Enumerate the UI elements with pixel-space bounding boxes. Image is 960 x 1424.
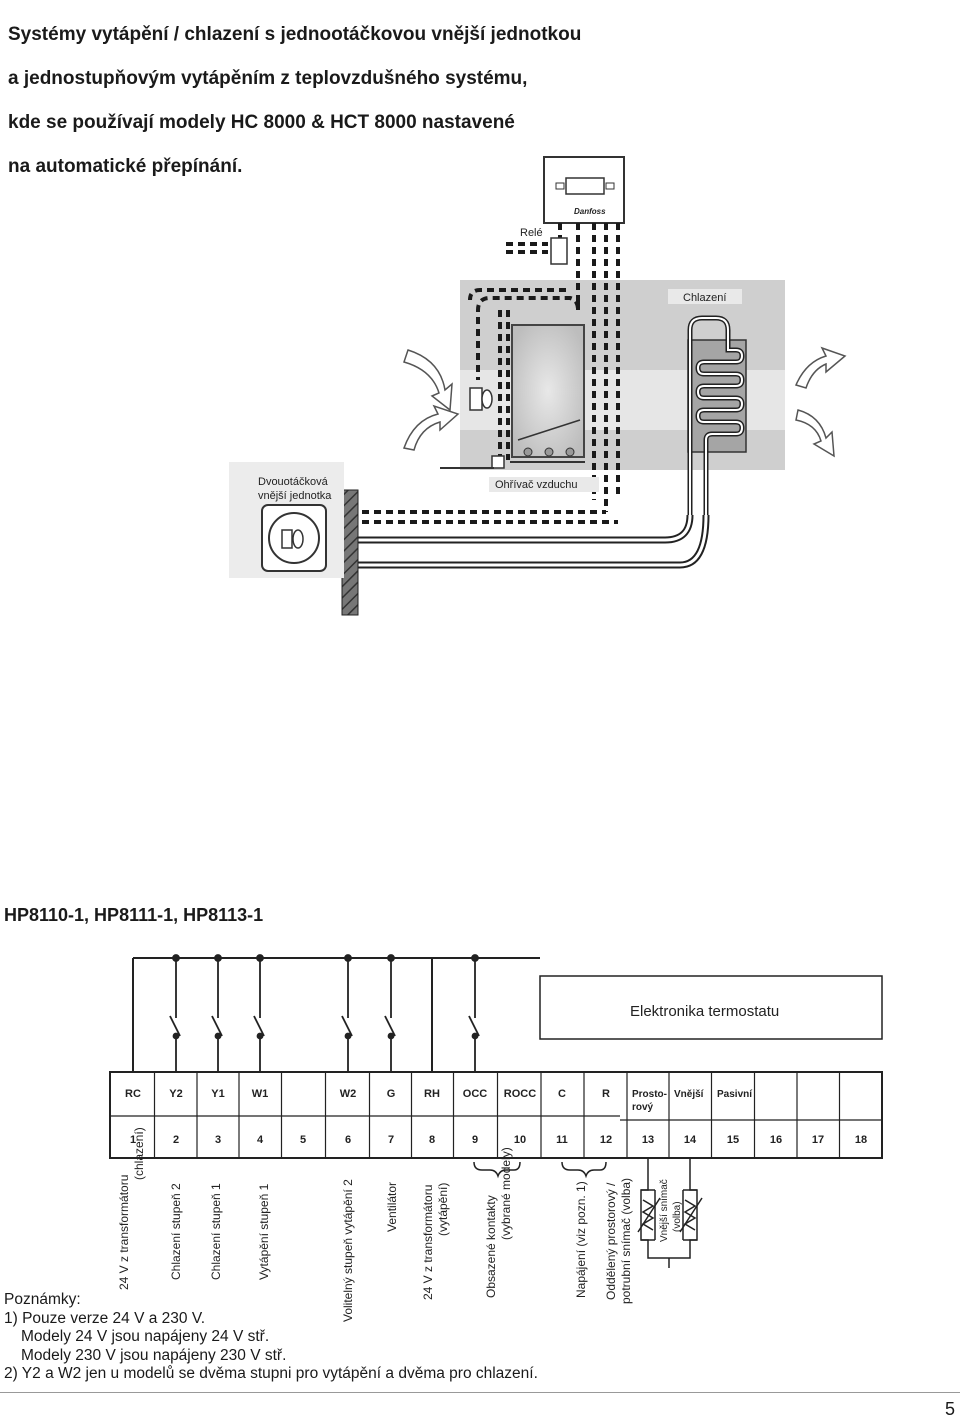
air-heater-label: Ohřívač vzduchu <box>495 479 578 491</box>
switch-contact <box>169 1015 181 1037</box>
switch-terminal <box>344 1032 352 1040</box>
electronics-label: Elektronika termostatu <box>630 1003 779 1020</box>
cooling-label: Chlazení <box>683 292 726 304</box>
rele-label: Relé <box>520 227 543 239</box>
notes-heading: Poznámky: <box>4 1291 81 1308</box>
terminal-name-12: R <box>602 1088 610 1100</box>
terminal-number-2: 2 <box>173 1134 179 1146</box>
terminal-number-14: 14 <box>684 1134 697 1146</box>
system-diagram: Danfoss Relé Chla <box>229 156 847 616</box>
terminal-number-8: 8 <box>429 1134 435 1146</box>
switch-contact <box>253 1015 265 1037</box>
title-line-2: a jednostupňovým vytápěním z teplovzdušn… <box>8 68 528 89</box>
page-number: 5 <box>944 1399 955 1419</box>
switch-contact <box>468 1015 480 1037</box>
switch-junction <box>256 954 264 962</box>
terminal-description: (volba) <box>672 1201 683 1232</box>
terminal-number-10: 10 <box>514 1134 526 1146</box>
terminal-name-1: RC <box>125 1088 141 1100</box>
terminal-name-4: W1 <box>252 1088 269 1100</box>
airflow-arrows <box>403 346 847 458</box>
note-1-sub-1: Modely 24 V jsou napájeny 24 V stř. <box>21 1328 270 1346</box>
terminal-description: Ventilátor <box>385 1182 399 1232</box>
terminal-description: (vytápění) <box>436 1183 450 1236</box>
note-1-sub-2: Modely 230 V jsou napájeny 230 V stř. <box>21 1346 287 1364</box>
terminal-description: potrubní snímač (volba) <box>619 1178 633 1304</box>
title-line-1: Systémy vytápění / chlazení s jednootáčk… <box>8 24 582 45</box>
terminal-number-3: 3 <box>215 1134 221 1146</box>
page-title: Systémy vytápění / chlazení s jednootáčk… <box>8 2 608 200</box>
relay-symbol <box>550 237 568 265</box>
terminal-name-13-line-2: rový <box>632 1102 654 1113</box>
air-heater <box>510 324 585 463</box>
note-2: 2) Y2 a W2 jen u modelů se dvěma stupni … <box>4 1365 538 1383</box>
switch-junction <box>387 954 395 962</box>
switch-terminal <box>214 1032 222 1040</box>
terminal-number-15: 15 <box>727 1134 739 1146</box>
terminal-description: Obsazené kontakty <box>484 1195 498 1298</box>
switch-terminal <box>387 1032 395 1040</box>
switch-junction <box>214 954 222 962</box>
terminal-description: 24 V z transformátoru <box>421 1185 435 1300</box>
terminal-description: 24 V z transformátoru <box>117 1175 131 1290</box>
terminal-number-11: 11 <box>556 1134 568 1146</box>
outdoor-unit-label-1: Dvouotáčková <box>258 476 329 488</box>
terminal-description: (vybrané modely) <box>499 1147 513 1240</box>
wall <box>341 489 359 616</box>
switch-contact <box>341 1015 353 1037</box>
switch-junction <box>172 954 180 962</box>
terminal-name-9: OCC <box>463 1088 488 1100</box>
electronics-box <box>539 975 883 1040</box>
switch-contact <box>211 1015 223 1037</box>
terminal-name-11: C <box>558 1088 566 1100</box>
switch-junction <box>344 954 352 962</box>
terminal-name-6: W2 <box>340 1088 357 1100</box>
terminal-name-2: Y2 <box>169 1088 182 1100</box>
terminal-number-5: 5 <box>300 1134 306 1146</box>
switch-terminal <box>471 1032 479 1040</box>
terminal-description: Oddělený prostorový / <box>604 1182 618 1300</box>
notes: Poznámky: 1) Pouze verze 24 V a 230 V. M… <box>4 1291 538 1384</box>
terminal-description: Napájení (viz pozn. 1) <box>574 1181 588 1298</box>
terminal-strip <box>109 1071 883 1159</box>
terminal-name-14: Vnější <box>674 1089 705 1100</box>
outdoor-unit-label-2: vnější jednotka <box>258 490 332 502</box>
note-1: 1) Pouze verze 24 V a 230 V. <box>4 1309 206 1327</box>
terminal-description: Chlazení stupeň 2 <box>169 1183 183 1280</box>
cooling-coil <box>687 315 747 515</box>
terminal-number-18: 18 <box>855 1134 867 1146</box>
switch-contact <box>384 1015 396 1037</box>
title-line-3: kde se používají modely HC 8000 & HCT 80… <box>8 112 515 133</box>
terminal-number-17: 17 <box>812 1134 824 1146</box>
title-line-4: na automatické přepínání. <box>8 156 243 177</box>
thermostat-logo: Danfoss <box>574 207 606 216</box>
switch-junction <box>471 954 479 962</box>
switch-terminal <box>256 1032 264 1040</box>
terminal-name-8: RH <box>424 1088 440 1100</box>
terminal-number-1: 1 <box>130 1134 136 1146</box>
terminal-name-3: Y1 <box>211 1088 224 1100</box>
terminal-number-16: 16 <box>770 1134 782 1146</box>
footer-divider <box>0 1392 960 1393</box>
terminal-name-7: G <box>387 1088 396 1100</box>
sensor-resistors <box>637 1158 703 1268</box>
models-heading: HP8110-1, HP8111-1, HP8113-1 <box>4 905 264 925</box>
terminal-name-10: ROCC <box>504 1088 536 1100</box>
terminal-number-12: 12 <box>600 1134 612 1146</box>
terminal-description: Vytápění stupeň 1 <box>257 1183 271 1280</box>
blower-fan-icon <box>469 387 493 411</box>
terminal-number-6: 6 <box>345 1134 351 1146</box>
switch-terminal <box>172 1032 180 1040</box>
terminal-description: Vnější snímač <box>659 1179 670 1242</box>
outdoor-unit <box>229 462 344 578</box>
terminal-number-9: 9 <box>472 1134 478 1146</box>
terminal-number-7: 7 <box>388 1134 394 1146</box>
terminal-name-13: Prosto- <box>632 1089 667 1100</box>
thermostat-device: Danfoss <box>543 156 625 224</box>
terminal-number-4: 4 <box>257 1134 264 1146</box>
terminal-description: Chlazení stupeň 1 <box>209 1183 223 1280</box>
terminal-number-13: 13 <box>642 1134 654 1146</box>
terminal-description: (chlazení) <box>132 1127 146 1180</box>
terminal-name-15: Pasivní <box>717 1089 753 1100</box>
